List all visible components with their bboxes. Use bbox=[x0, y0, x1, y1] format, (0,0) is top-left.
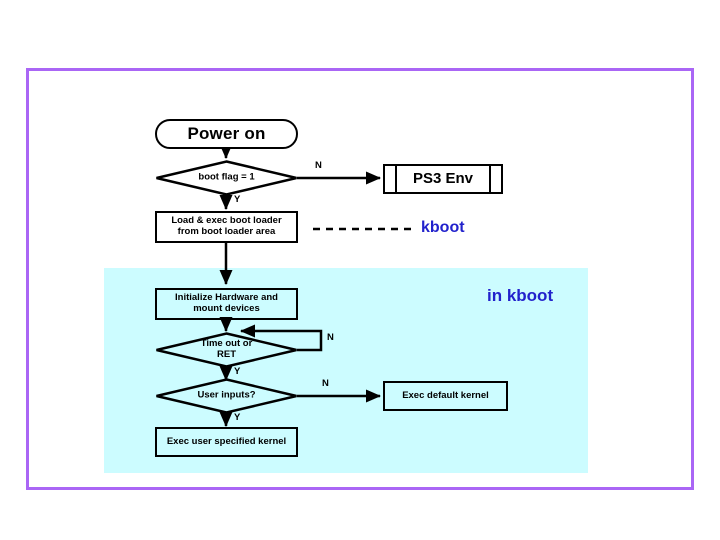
annotation-in-kboot: in kboot bbox=[487, 286, 554, 305]
node-exec-default-kernel-label: Exec default kernel bbox=[402, 389, 489, 401]
slide-border-frame bbox=[26, 68, 694, 490]
node-user-inputs-decision[interactable]: User inputs? bbox=[155, 378, 298, 414]
node-initialize-hardware[interactable]: Initialize Hardware and mount devices bbox=[155, 288, 298, 320]
node-boot-flag-decision[interactable]: boot flag = 1 bbox=[155, 160, 298, 196]
decision-diamond-shape bbox=[156, 160, 297, 196]
kboot-region-highlight bbox=[104, 268, 588, 473]
branch-label-user-inputs-no: N bbox=[322, 378, 329, 389]
node-power-on[interactable]: Power on bbox=[155, 119, 298, 149]
annotation-kboot: kboot bbox=[421, 219, 465, 236]
node-load-exec-line2: from boot loader area bbox=[177, 226, 276, 237]
branch-label-boot-flag-no: N bbox=[315, 160, 322, 171]
branch-label-user-inputs-yes: Y bbox=[234, 412, 241, 423]
node-load-exec-line1: Load & exec boot loader bbox=[171, 215, 282, 227]
node-timeout-ret-decision[interactable]: Time out or RET bbox=[155, 332, 298, 368]
node-ps3-env-label: PS3 Env bbox=[412, 170, 474, 188]
node-ps3-env[interactable]: PS3 Env bbox=[383, 164, 503, 194]
node-initialize-hardware-line1: Initialize Hardware and bbox=[175, 292, 278, 304]
node-initialize-hardware-line2: mount devices bbox=[193, 303, 260, 314]
node-exec-user-kernel-label: Exec user specified kernel bbox=[166, 435, 287, 447]
branch-label-timeout-yes: Y bbox=[234, 366, 241, 377]
node-exec-default-kernel[interactable]: Exec default kernel bbox=[383, 381, 508, 411]
node-power-on-label: Power on bbox=[187, 124, 266, 144]
decision-diamond-shape bbox=[156, 378, 297, 414]
node-load-exec-boot-loader[interactable]: Load & exec boot loader from boot loader… bbox=[155, 211, 298, 243]
node-exec-user-kernel[interactable]: Exec user specified kernel bbox=[155, 427, 298, 457]
decision-diamond-shape bbox=[156, 332, 297, 368]
branch-label-boot-flag-yes: Y bbox=[234, 194, 241, 205]
branch-label-timeout-no: N bbox=[327, 332, 334, 343]
